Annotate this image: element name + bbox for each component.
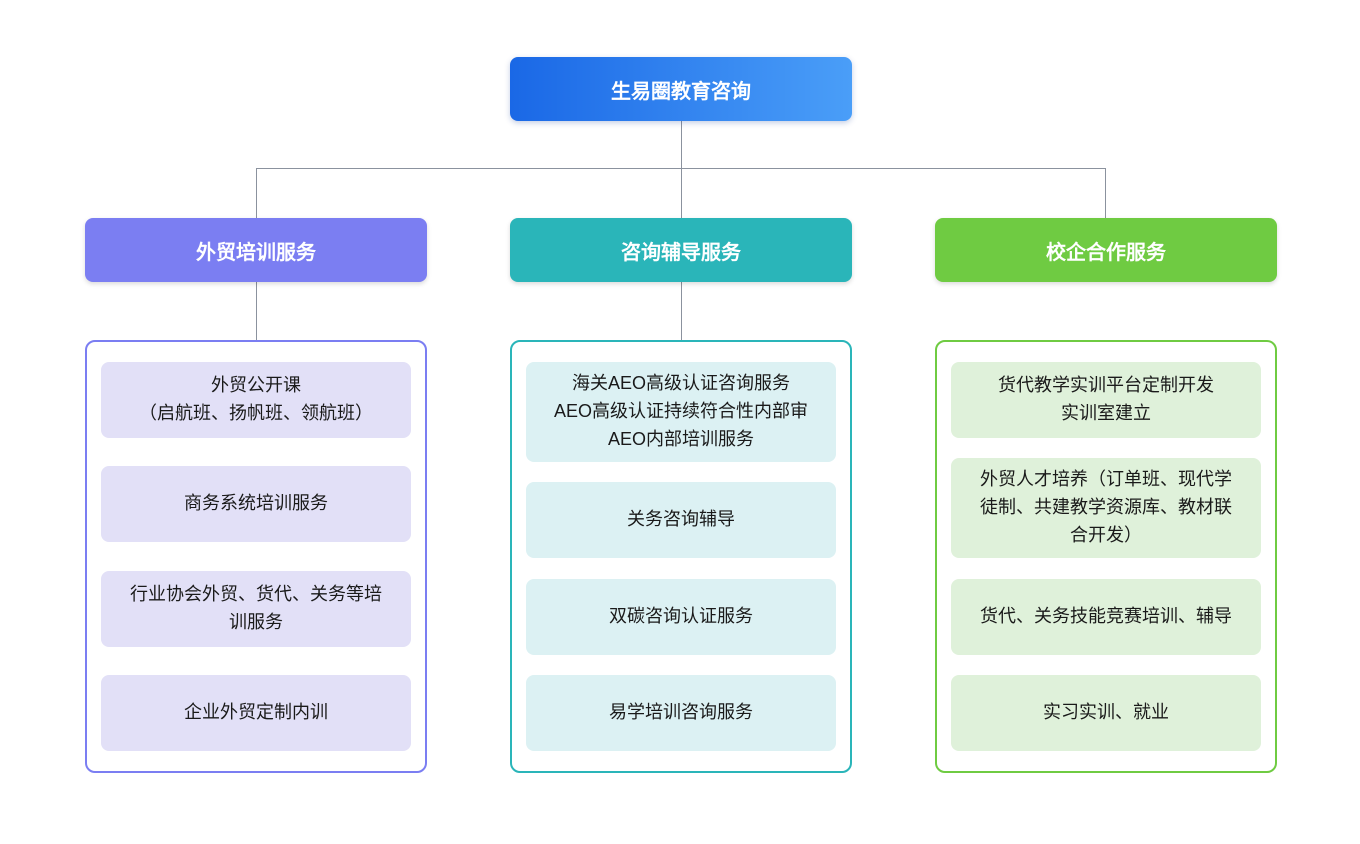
branch-item: 商务系统培训服务 <box>101 466 411 543</box>
branch-item: 货代教学实训平台定制开发 实训室建立 <box>951 362 1261 438</box>
branch-container-consulting-coaching: 海关AEO高级认证咨询服务 AEO高级认证持续符合性内部审 AEO内部培训服务 … <box>510 340 852 773</box>
branch-container-school-enterprise-cooperation: 货代教学实训平台定制开发 实训室建立 外贸人才培养（订单班、现代学徒制、共建教学… <box>935 340 1277 773</box>
connector-branch2-container-drop <box>680 282 682 340</box>
branch-header-foreign-trade-training: 外贸培训服务 <box>85 218 427 282</box>
connector-root-drop <box>680 121 682 168</box>
branch-header-consulting-coaching: 咨询辅导服务 <box>510 218 852 282</box>
connector-branch2-drop <box>680 167 682 219</box>
branch-item: 实习实训、就业 <box>951 674 1261 751</box>
branch-header-school-enterprise-cooperation: 校企合作服务 <box>935 218 1277 282</box>
branch-item: 行业协会外贸、货代、关务等培训服务 <box>101 570 411 647</box>
branch-item: 关务咨询辅导 <box>526 482 836 559</box>
branch-item: 外贸人才培养（订单班、现代学徒制、共建教学资源库、教材联合开发） <box>951 458 1261 559</box>
connector-branch1-container-drop <box>255 282 257 340</box>
root-node: 生易圈教育咨询 <box>510 57 852 121</box>
branch-item: 外贸公开课 （启航班、扬帆班、领航班） <box>101 362 411 438</box>
branch-item: 海关AEO高级认证咨询服务 AEO高级认证持续符合性内部审 AEO内部培训服务 <box>526 362 836 462</box>
connector-branch3-drop <box>1104 167 1106 219</box>
branch-container-foreign-trade-training: 外贸公开课 （启航班、扬帆班、领航班） 商务系统培训服务 行业协会外贸、货代、关… <box>85 340 427 773</box>
branch-item: 易学培训咨询服务 <box>526 674 836 751</box>
branch-item: 双碳咨询认证服务 <box>526 578 836 655</box>
connector-branch1-drop <box>255 167 257 219</box>
branch-item: 货代、关务技能竞赛培训、辅导 <box>951 578 1261 655</box>
branch-item: 企业外贸定制内训 <box>101 674 411 751</box>
